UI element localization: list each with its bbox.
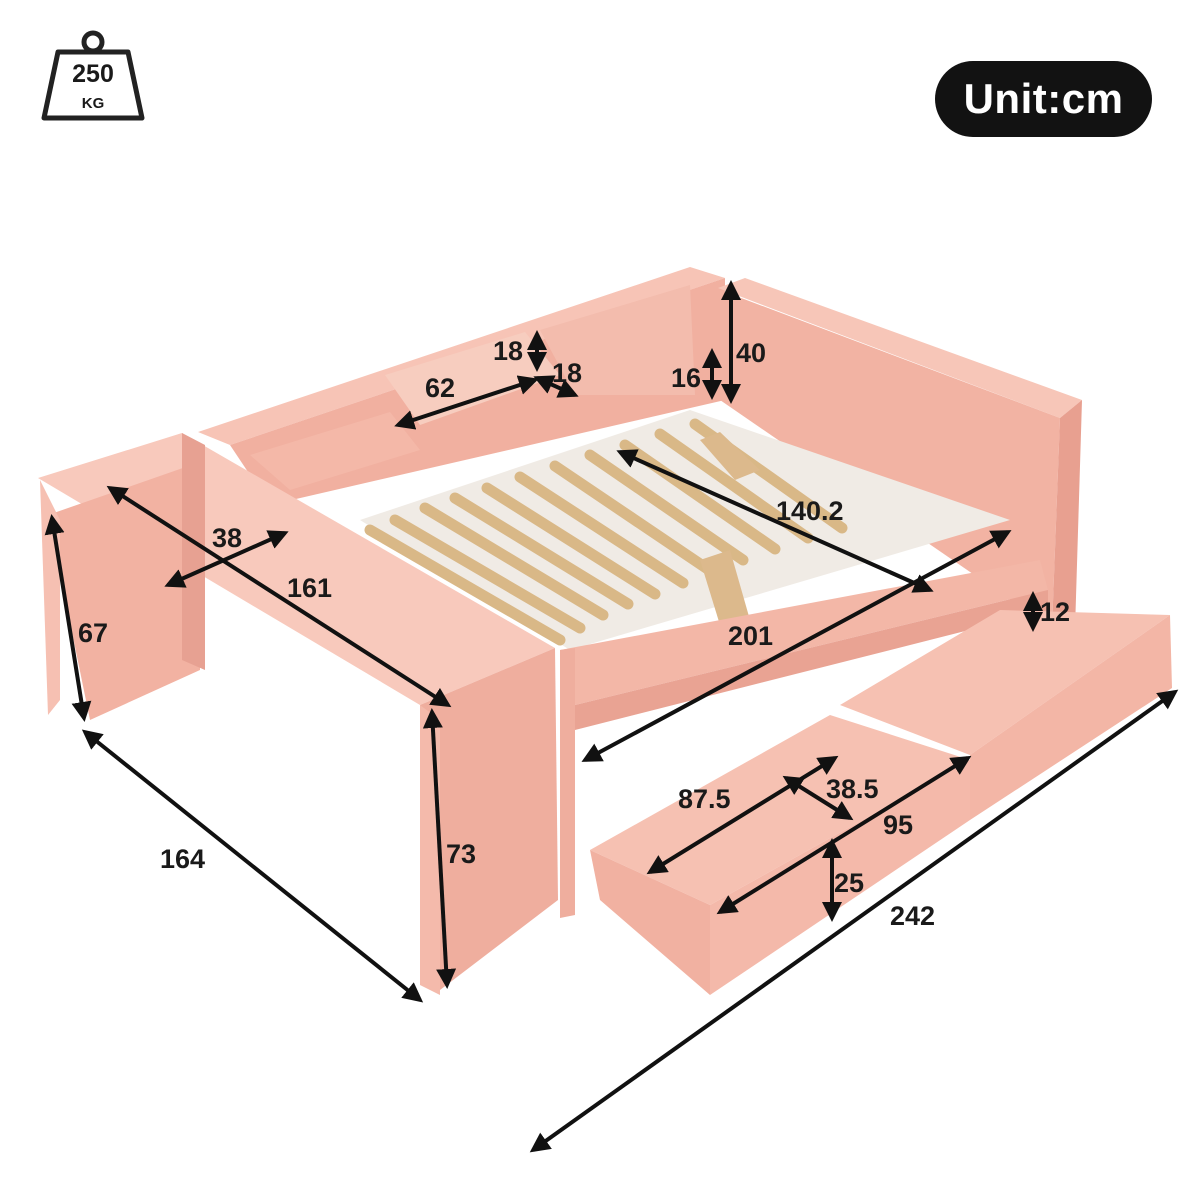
dim-drawer-inner-width: 38.5 — [826, 774, 879, 804]
dim-headboard-height: 40 — [736, 338, 766, 368]
dim-shelf-depth: 16 — [671, 363, 701, 393]
dim-drawer-height: 12 — [1040, 597, 1070, 627]
weight-value: 250 — [72, 60, 114, 88]
dim-desk-length: 161 — [287, 573, 332, 603]
dim-drawer-inner-length: 87.5 — [678, 784, 731, 814]
dim-mattress-length: 201 — [728, 621, 773, 651]
dim-drawer-outer-length: 95 — [883, 810, 913, 840]
dim-overall-width: 164 — [160, 844, 205, 874]
dimension-arrows — [44, 280, 1179, 1153]
weight-icon — [41, 30, 145, 121]
dim-overall-height: 73 — [446, 839, 476, 869]
weight-unit: KG — [82, 95, 105, 112]
drawer-left — [590, 715, 970, 995]
unit-badge: Unit:cm — [935, 61, 1152, 137]
dim-drawer-depth: 25 — [834, 868, 864, 898]
dim-shelf-width: 62 — [425, 373, 455, 403]
dim-overall-length: 242 — [890, 901, 935, 931]
dim-desk-height: 67 — [78, 618, 108, 648]
dim-mattress-width: 140.2 — [776, 496, 844, 526]
dim-desk-depth: 38 — [212, 523, 242, 553]
dim-shelf-height-inner: 18 — [552, 358, 582, 388]
dim-shelf-height-outer: 18 — [493, 336, 523, 366]
